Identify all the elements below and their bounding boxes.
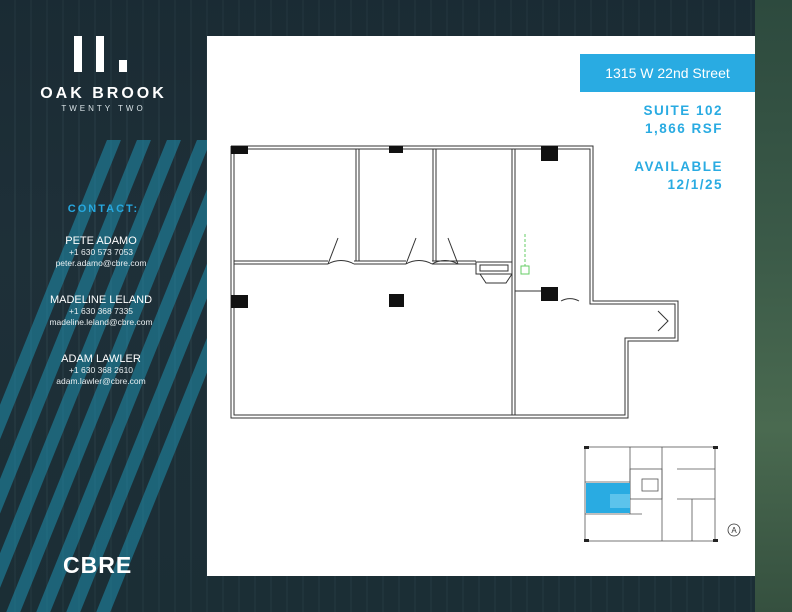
contact-name: MADELINE LELAND: [49, 294, 153, 306]
suite-info: SUITE 102 1,866 RSF: [643, 102, 723, 138]
north-marker-icon: [727, 523, 741, 537]
contact-email[interactable]: adam.lawler@cbre.com: [56, 376, 146, 386]
contact-card: ADAM LAWLER +1 630 368 2610 adam.lawler@…: [0, 353, 202, 387]
address-banner: 1315 W 22nd Street: [580, 54, 755, 92]
contact-phone[interactable]: +1 630 368 7335: [68, 306, 134, 316]
contact-name: PETE ADAMO: [65, 235, 137, 247]
contact-email[interactable]: madeline.leland@cbre.com: [49, 317, 153, 327]
availability-info: AVAILABLE 12/1/25: [634, 158, 723, 194]
contact-phone[interactable]: +1 630 368 2610: [68, 365, 134, 375]
column: [389, 294, 404, 307]
contact-card: MADELINE LELAND +1 630 368 7335 madeline…: [0, 294, 202, 328]
contact-name: ADAM LAWLER: [61, 353, 141, 365]
suite-area: 1,866 RSF: [644, 121, 723, 136]
column: [541, 146, 558, 161]
suite-number: SUITE 102: [643, 103, 723, 118]
exterior-wall: [230, 145, 679, 419]
column: [389, 146, 403, 153]
brand-name: OAK BROOK: [40, 85, 167, 102]
oak-brook-logo-icon: [72, 36, 136, 74]
contact-card: PETE ADAMO +1 630 573 7053 peter.adamo@c…: [0, 235, 202, 269]
contact-phone[interactable]: +1 630 573 7053: [68, 247, 134, 257]
exterior-wall-inner: [233, 148, 676, 416]
floorplan-panel: [207, 36, 755, 576]
north-marker-label: A: [731, 526, 737, 535]
availability-date: 12/1/25: [667, 177, 723, 192]
column: [541, 287, 558, 301]
brand-subtitle: TWENTY TWO: [61, 104, 146, 113]
column: [231, 146, 248, 154]
contact-email[interactable]: peter.adamo@cbre.com: [55, 258, 147, 268]
floor-plan-drawing: [230, 145, 679, 419]
highlighted-suite-extension: [610, 494, 630, 508]
column: [231, 295, 248, 308]
availability-label: AVAILABLE: [634, 159, 723, 174]
background-trees: [755, 0, 792, 612]
cbre-logo: CBRE: [63, 552, 133, 578]
key-plan-drawing: A: [584, 446, 741, 542]
contact-heading: CONTACT:: [67, 203, 140, 215]
